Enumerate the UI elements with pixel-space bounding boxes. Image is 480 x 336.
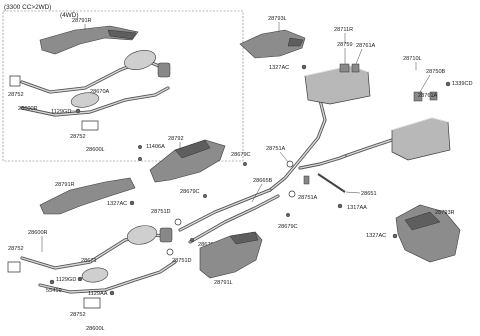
label-11406a: 11406A (146, 144, 165, 150)
label-28670a: 28670A (90, 89, 110, 95)
label-28679c-a: 28679C (231, 152, 251, 158)
center-pipe-28665b (178, 188, 280, 244)
bolt-1129gd-lower (77, 276, 83, 282)
label-28793l: 28793L (268, 16, 287, 22)
gasket-28751a-b (288, 190, 296, 198)
heat-shield-28792 (149, 139, 226, 183)
label-28761a-right: 28761A (418, 93, 438, 99)
hanger-28679c-a (242, 161, 247, 166)
manifold-converter-28600r-upper (20, 50, 171, 94)
label-28792: 28792 (168, 136, 184, 142)
bolt-11406a (137, 144, 142, 149)
label-28679c-c: 28679C (278, 224, 298, 230)
label-28665b: 28665B (253, 178, 273, 184)
hanger-28651-bracket (303, 175, 310, 185)
bolt-11406a-b (137, 156, 142, 161)
front-pipe-28600l-upper (20, 86, 170, 117)
hanger-28679c-d (189, 237, 194, 242)
heat-shield-28791r-upper (39, 25, 139, 55)
heat-shield-28793r (395, 204, 461, 263)
bolt-1327ac-mid (129, 200, 135, 206)
label-28752-upper-b: 28752 (70, 134, 86, 140)
label-28791l: 28791L (214, 280, 233, 286)
heat-shield-28793l (239, 29, 306, 59)
bolt-1327ac-bottom (392, 233, 398, 239)
hanger-28679c-c (286, 212, 291, 217)
label-1129aa: 1129AA (88, 291, 108, 297)
hanger-28759 (339, 63, 350, 73)
label-28751d-b: 28751D (172, 258, 192, 264)
engine-note: (3300 CC>2WD) (4, 4, 51, 11)
bolt-1327ac-top (301, 64, 307, 70)
label-28600r-upper: 28600R (18, 106, 38, 112)
label-28752-lower-a: 28752 (8, 246, 24, 252)
heat-shield-28791l (199, 231, 263, 279)
label-1129gd-upper: 1129GD (51, 109, 71, 115)
bolt-1129gd-upper (75, 108, 81, 114)
gasket-28752-lower-b (83, 297, 101, 309)
label-28751d-a: 28751D (151, 209, 171, 215)
label-1339cd: 1339CD (452, 81, 473, 87)
gasket-28752-upper-b (81, 120, 99, 131)
hanger-28761a-right (429, 91, 438, 101)
label-28752-upper-a: 28752 (8, 92, 24, 98)
label-28751a-a: 28751A (266, 146, 286, 152)
label-28679c-b: 28679C (180, 189, 200, 195)
manifold-converter-28600r-lower (20, 225, 173, 270)
variant-note: (4WD) (60, 12, 78, 19)
gasket-28751d-a (174, 218, 182, 226)
hanger-28679c-b (202, 193, 207, 198)
center-tail-pipe-28711r (268, 90, 394, 192)
label-28710l: 28710L (403, 56, 422, 62)
hanger-28761a-top (351, 63, 360, 73)
label-1317aa: 1317AA (347, 205, 367, 211)
label-28751a-b: 28751A (298, 195, 318, 201)
label-28750b: 28750B (426, 69, 446, 75)
label-28671: 28671 (81, 258, 97, 264)
4wd-detail-box (2, 10, 244, 162)
bolt-1317aa (337, 203, 343, 209)
bolt-1339cd (445, 81, 451, 87)
gasket-28752-upper-a (9, 75, 21, 87)
bolt-1129aa (109, 290, 115, 296)
label-28791r-lower: 28791R (55, 182, 75, 188)
muffler-28711r (304, 65, 371, 105)
label-28761a-top: 28761A (356, 43, 376, 49)
label-28651: 28651 (361, 191, 377, 197)
label-1327ac-top: 1327AC (269, 65, 289, 71)
label-28600r-lower: 28600R (28, 230, 48, 236)
label-1327ac-bottom: 1327AC (366, 233, 386, 239)
label-28600l-upper: 28600L (86, 147, 105, 153)
label-28711r: 28711R (334, 27, 353, 33)
label-55419: 55419 (46, 288, 62, 294)
heat-shield-28791r-lower (39, 177, 136, 215)
bracket-28750b (413, 91, 423, 102)
label-28793r: 28793R (435, 210, 455, 216)
label-1327ac-mid: 1327AC (107, 201, 127, 207)
label-28791r-upper: 28791R (72, 18, 92, 24)
label-1129gd-lower: 1129GD (56, 277, 76, 283)
label-28759: 28759 (337, 42, 353, 48)
label-28752-lower-b: 28752 (70, 312, 86, 318)
muffler-28710l (391, 117, 451, 161)
sensor-55419 (49, 279, 55, 285)
gasket-28751d-b (166, 248, 174, 256)
gasket-28751a-a (286, 160, 294, 168)
label-28600l-lower: 28600L (86, 326, 105, 332)
front-pipe-28600l-lower (38, 260, 177, 294)
gasket-28752-lower-a (7, 261, 21, 273)
hanger-rod-28651 (317, 173, 346, 193)
